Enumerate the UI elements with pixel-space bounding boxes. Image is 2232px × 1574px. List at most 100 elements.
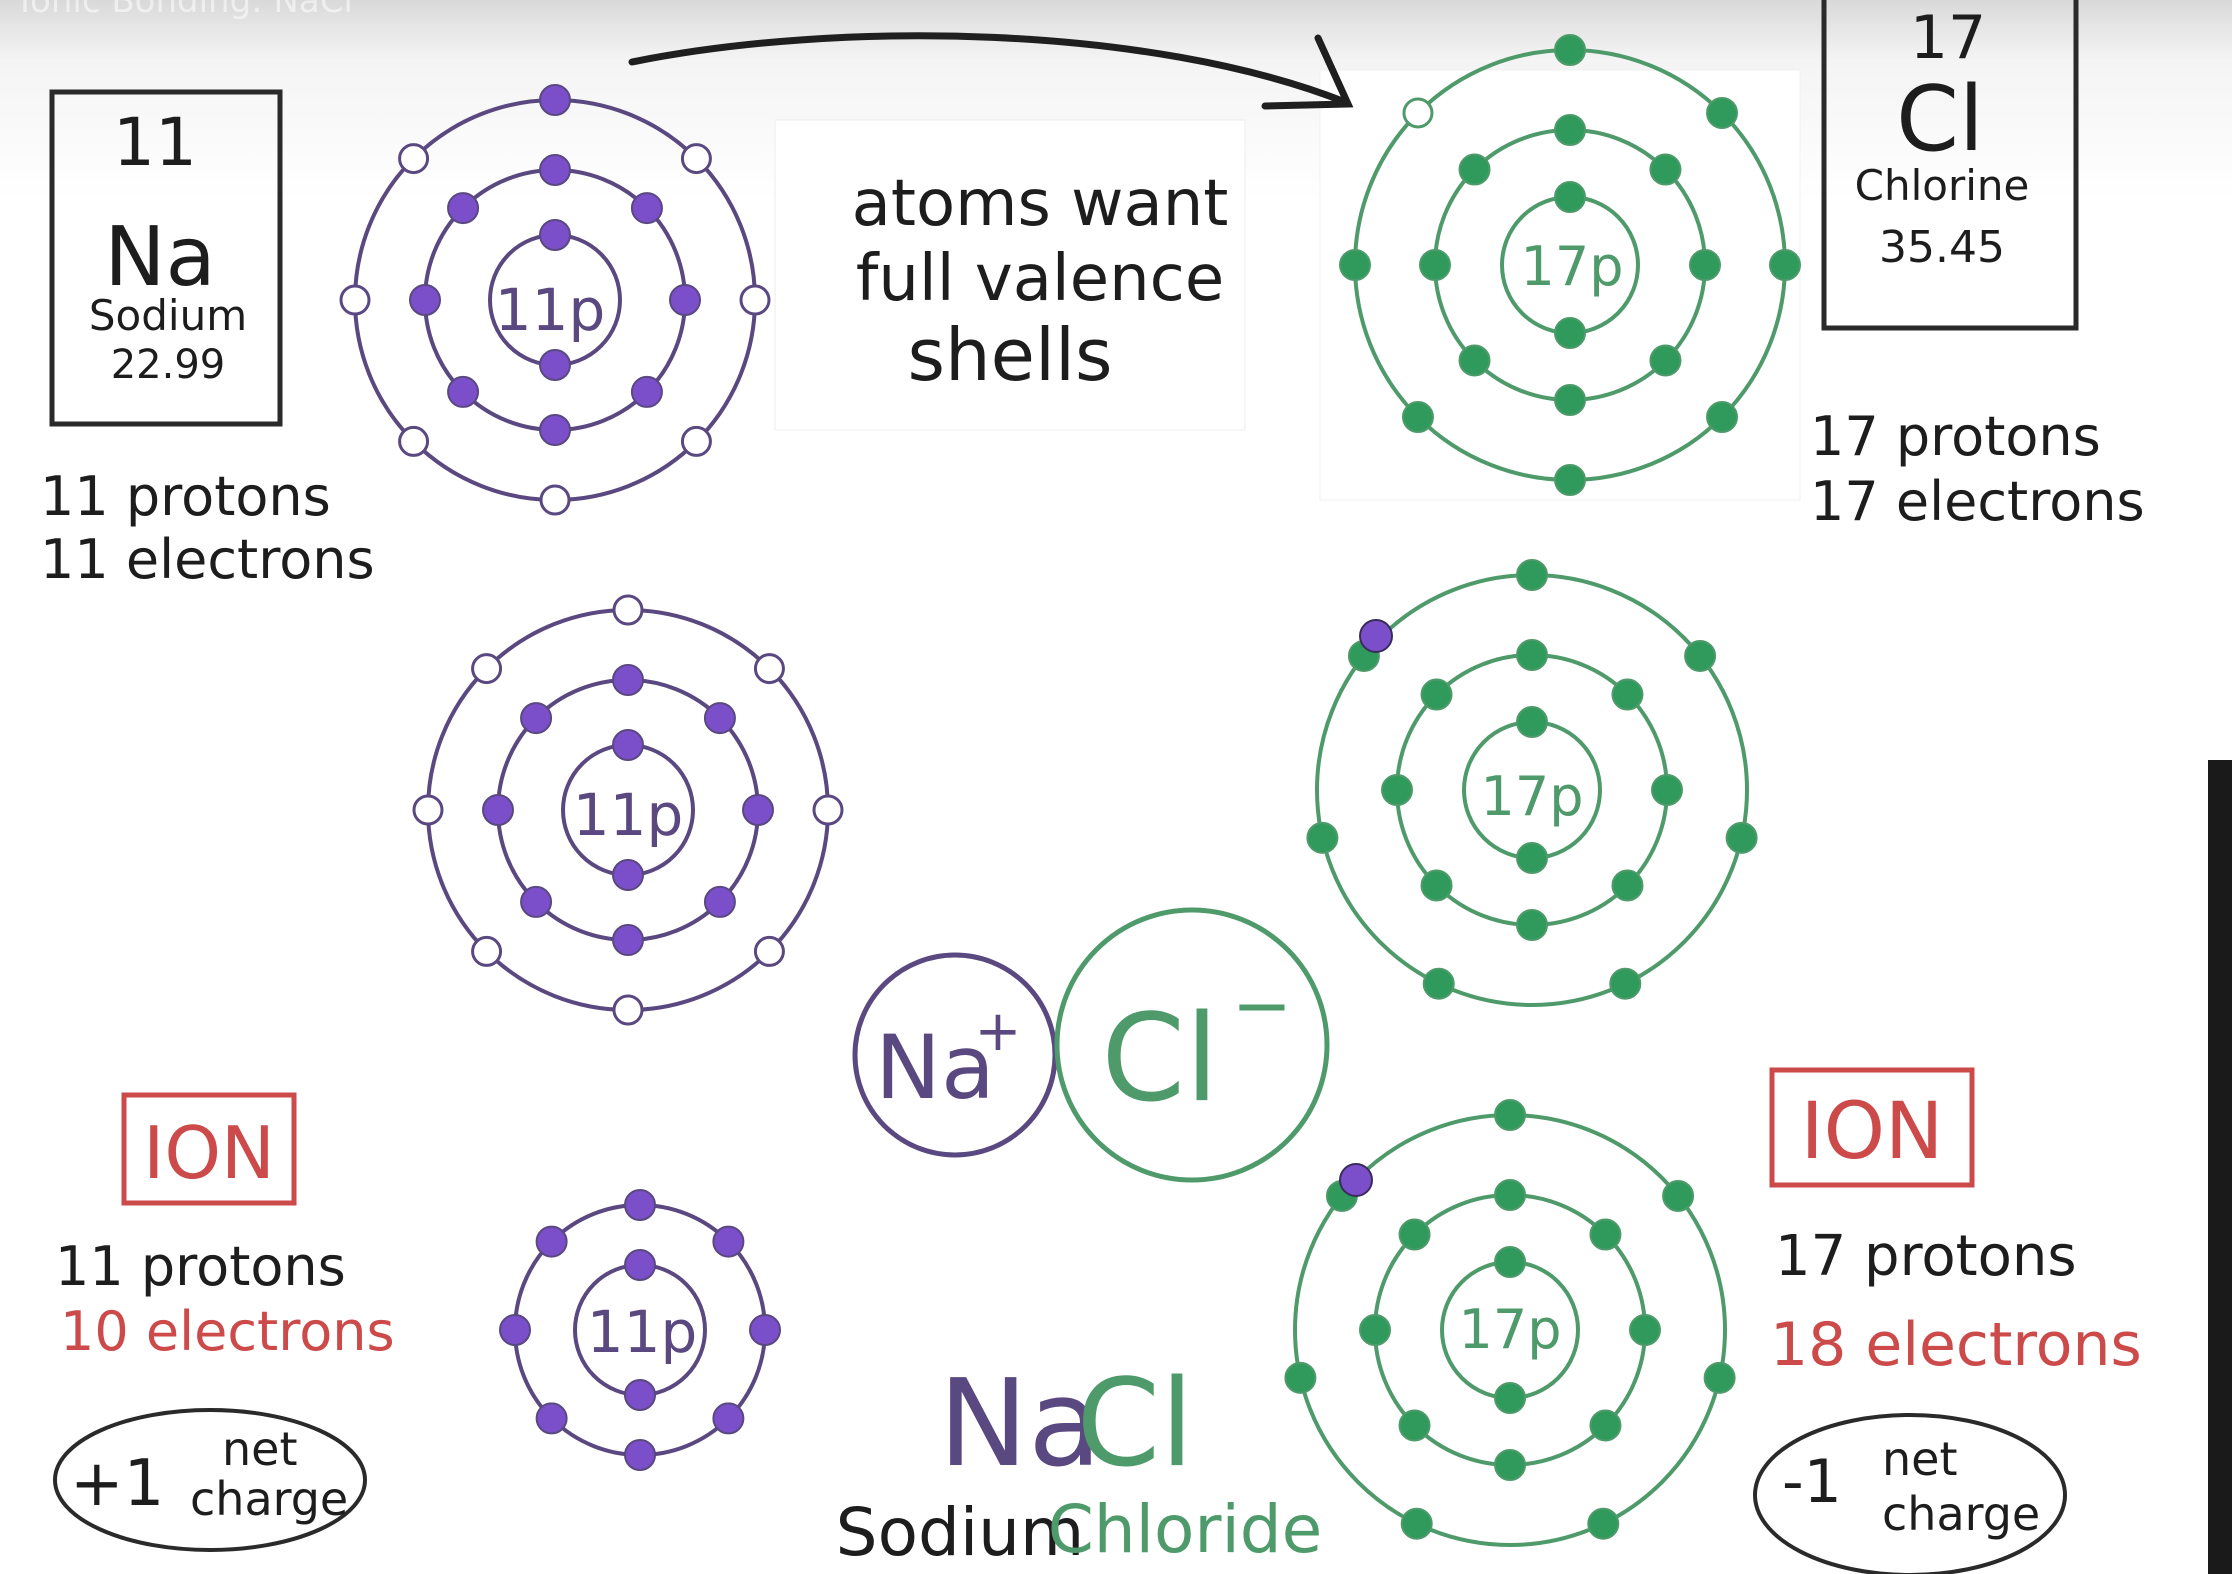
cation-charge: +	[975, 999, 1022, 1064]
electron	[1516, 706, 1548, 738]
electron	[1401, 401, 1434, 434]
electron	[1589, 1409, 1622, 1442]
electron	[1662, 1179, 1695, 1212]
empty-electron-slot	[753, 653, 785, 685]
electron	[1419, 249, 1451, 281]
empty-electron-slot	[398, 425, 430, 457]
electron	[1554, 34, 1586, 66]
sodium-element-tile: 11 Na Sodium 22.99	[49, 89, 283, 427]
transferred-electron	[1359, 619, 1393, 653]
electron	[1458, 344, 1491, 377]
electron	[520, 702, 553, 735]
electron	[499, 1314, 531, 1346]
electron	[539, 84, 571, 116]
chlorine-ion-protons: 17 protons	[1775, 1224, 2077, 1289]
chlorine-electrons-label: 17 electrons	[1810, 470, 2145, 533]
electron	[1306, 821, 1339, 854]
electron	[742, 794, 774, 826]
electron	[409, 284, 441, 316]
electron	[539, 154, 571, 186]
chloride-anion-circle	[1054, 907, 1330, 1183]
chlorine-mass: 35.45	[1879, 222, 2005, 273]
electron	[1725, 821, 1758, 854]
empty-electron-slot	[680, 425, 712, 457]
chlorine-ion-electrons: 18 electrons	[1770, 1310, 2142, 1380]
electron	[539, 219, 571, 251]
electron	[749, 1314, 781, 1346]
net-charge-word-1: net	[1882, 1432, 1958, 1486]
sodium-ion-diagram	[499, 1189, 781, 1471]
note-line-3: shells	[908, 313, 1113, 397]
empty-electron-slot	[471, 653, 503, 685]
video-caption-fragment: Ionic Bonding: NaCl	[20, 0, 353, 21]
electron	[624, 1379, 656, 1411]
electron	[703, 885, 736, 918]
nucleus-label: 11p	[573, 781, 684, 849]
frame-edge	[2208, 760, 2232, 1574]
chlorine-ion-diagram	[1284, 1099, 1736, 1547]
electron	[1422, 967, 1455, 1000]
electron	[447, 192, 480, 225]
empty-electron-slot	[398, 143, 430, 175]
electron	[1611, 678, 1644, 711]
electron	[1400, 1507, 1433, 1540]
electron	[1587, 1507, 1620, 1540]
electron	[539, 414, 571, 446]
electron	[1706, 96, 1739, 129]
electron	[1381, 774, 1413, 806]
anion-charge: −	[1232, 963, 1292, 1047]
formula-part-1: Na	[938, 1355, 1101, 1494]
chlorine-atomic-number: 17	[1910, 3, 1986, 73]
nucleus-label: 17p	[1521, 235, 1624, 298]
electron	[1494, 1382, 1526, 1414]
ion-pair: Na + Cl −	[852, 907, 1330, 1183]
chlorine-name: Chlorine	[1855, 161, 2030, 210]
empty-electron-slot	[680, 143, 712, 175]
electron	[1516, 842, 1548, 874]
electron	[1494, 1179, 1526, 1211]
electron	[1609, 967, 1642, 1000]
empty-electron-slot	[812, 794, 844, 826]
sodium-electrons-label: 11 electrons	[40, 528, 375, 591]
electron	[1554, 114, 1586, 146]
cation-symbol: Na	[875, 1016, 995, 1119]
nucleus-label: 11p	[587, 1298, 698, 1366]
electron	[1649, 344, 1682, 377]
electron	[1629, 1314, 1661, 1346]
nucleus-label: 17p	[1459, 1298, 1562, 1361]
empty-electron-slot	[612, 994, 644, 1026]
chlorine-element-tile: 17 Cl Chlorine 35.45	[1821, 0, 2079, 331]
electron-transfer-arrow	[628, 32, 1354, 110]
chlorine-symbol: Cl	[1896, 67, 1984, 172]
electron	[1554, 181, 1586, 213]
chlorine-atom-transfer	[1306, 559, 1758, 1007]
sodium-atomic-number: 11	[113, 104, 197, 181]
net-charge-value: +1	[70, 1447, 164, 1521]
chlorine-ion-badge: ION	[1769, 1067, 1975, 1188]
electron	[447, 375, 480, 408]
electron	[1516, 639, 1548, 671]
electron	[1554, 317, 1586, 349]
compound-name-part-2: Chloride	[1048, 1491, 1323, 1568]
sodium-name: Sodium	[89, 291, 247, 340]
electron	[535, 1225, 568, 1258]
ion-badge-label: ION	[1801, 1087, 1944, 1177]
electron	[630, 375, 663, 408]
electron	[624, 1249, 656, 1281]
nucleus-label: 17p	[1481, 765, 1584, 828]
electron	[669, 284, 701, 316]
note-line-1: atoms want	[852, 167, 1229, 241]
sodium-protons-label: 11 protons	[40, 465, 331, 528]
electron	[612, 924, 644, 956]
electron	[1554, 464, 1586, 496]
formula-part-2: Cl	[1076, 1355, 1193, 1494]
electron	[1359, 1314, 1391, 1346]
electron	[1706, 401, 1739, 434]
transferred-electron	[1339, 1163, 1373, 1197]
empty-electron-slot	[739, 284, 771, 316]
sodium-ion-electrons: 10 electrons	[60, 1300, 395, 1363]
net-charge-word-2: charge	[1882, 1487, 2040, 1541]
note-line-2: full valence	[856, 242, 1224, 316]
empty-electron-slot	[612, 594, 644, 626]
